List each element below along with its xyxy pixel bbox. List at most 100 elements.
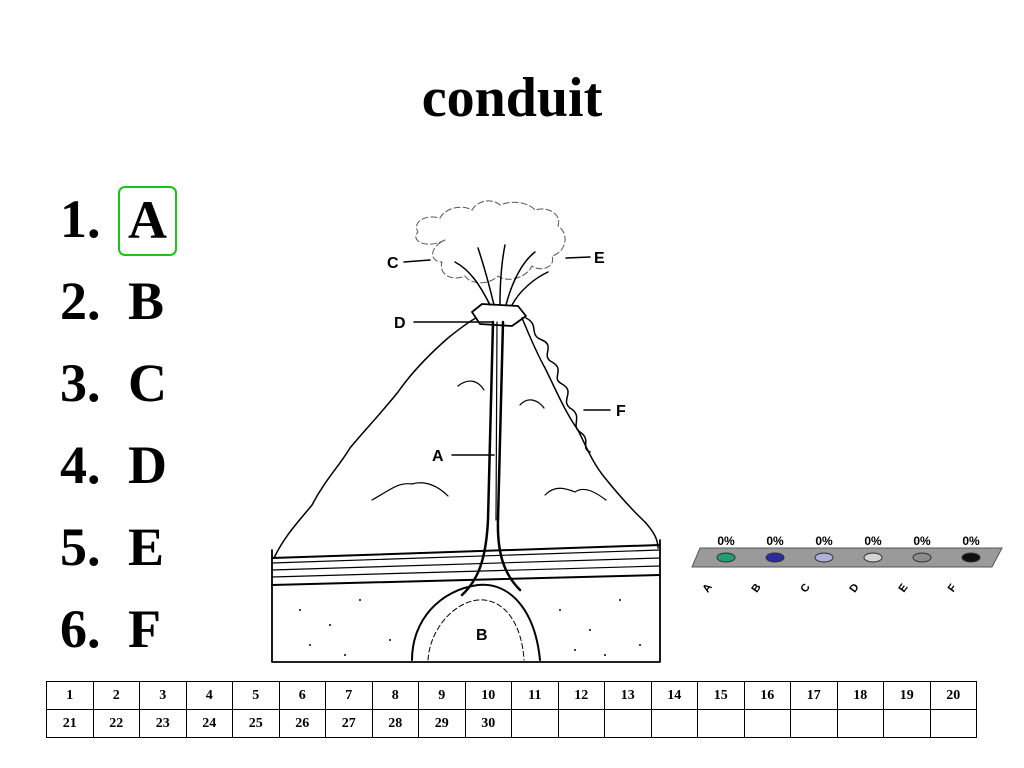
grid-cell [929,709,977,738]
option-b[interactable]: 2. B [60,260,177,342]
legend-label: F [946,582,960,595]
ash-cloud [415,200,566,284]
option-number: 3. [60,353,101,413]
option-letter: C [128,353,167,413]
option-c[interactable]: 3. C [60,342,177,424]
conduit [496,320,522,592]
magma-chamber [411,583,541,661]
legend-swatch [863,552,883,563]
terrain-line [519,399,545,409]
legend-bar [691,547,1003,568]
legend-label: E [897,582,911,595]
legend-percent: 0% [766,534,784,548]
grid-cell: 1 [46,681,94,710]
label-line-c [403,259,431,263]
grid-cell: 29 [418,709,466,738]
ground-speckles [299,599,641,656]
grid-cell: 3 [139,681,187,710]
grid-cell: 26 [278,709,326,738]
grid-cell: 11 [511,681,559,710]
option-letter: B [128,271,165,331]
grid-cell [743,709,791,738]
grid-cell: 12 [557,681,605,710]
legend-percent: 0% [815,534,833,548]
legend-percent: 0% [717,534,735,548]
legend-label: A [700,582,714,595]
lava-flow [525,317,591,453]
grid-cell: 15 [697,681,745,710]
option-a[interactable]: 1. A [60,178,177,260]
answer-options: 1. A 2. B 3. C 4. D 5. E 6. F [60,178,177,670]
grid-cell: 10 [464,681,512,710]
grid-cell: 21 [46,709,94,738]
grid-cell: 28 [371,709,419,738]
legend-percent: 0% [962,534,980,548]
grid-cell: 18 [836,681,884,710]
grid-cell: 13 [604,681,652,710]
option-f[interactable]: 6. F [60,588,177,670]
grid-cell: 5 [232,681,280,710]
grid-cell: 9 [418,681,466,710]
grid-cell: 22 [92,709,140,738]
option-e[interactable]: 5. E [60,506,177,588]
option-letter-correct: A [118,185,177,256]
ground-box [271,539,661,663]
option-number: 6. [60,599,101,659]
legend-swatch [961,552,981,563]
label-line-e [565,256,591,259]
plume-lines [454,244,549,306]
legend-percent: 0% [864,534,882,548]
legend-label: C [798,582,812,595]
grid-cell [790,709,838,738]
response-legend: 0%A0%B0%C0%D0%E0%F [691,534,1003,595]
option-number: 5. [60,517,101,577]
option-number: 2. [60,271,101,331]
legend-label: B [749,582,763,595]
grid-cell: 7 [325,681,373,710]
label-d: D [394,315,406,332]
grid-cell: 4 [185,681,233,710]
option-d[interactable]: 4. D [60,424,177,506]
grid-cell: 30 [464,709,512,738]
grid-cell: 14 [650,681,698,710]
conduit [460,320,495,597]
legend-swatch [912,552,932,563]
option-number: 1. [60,189,101,249]
grid-cell [557,709,605,738]
terrain-line [544,487,607,501]
strata-line [271,565,661,578]
grid-cell: 6 [278,681,326,710]
option-letter: F [128,599,161,659]
grid-cell: 24 [185,709,233,738]
mountain-left-slope [273,317,477,559]
option-letter: E [128,517,165,577]
volcano-diagram: C E D F A B [271,200,661,663]
strata-line [271,549,661,564]
grid-cell: 25 [232,709,280,738]
mountain-right-slope [521,317,659,549]
label-f: F [616,403,626,420]
grid-cell: 23 [139,709,187,738]
option-number: 4. [60,435,101,495]
crater [471,303,527,327]
label-a: A [432,448,444,465]
grid-cell: 27 [325,709,373,738]
terrain-line [457,380,485,391]
grid-cell: 19 [883,681,931,710]
legend-swatch [716,552,736,563]
strata-bottom [271,574,661,586]
option-letter: D [128,435,167,495]
grid-cell [511,709,559,738]
grid-cell: 16 [743,681,791,710]
grid-cell [650,709,698,738]
strata-top [271,544,661,559]
label-b: B [476,627,488,644]
grid-cell: 2 [92,681,140,710]
grid-cell [697,709,745,738]
grid-cell: 8 [371,681,419,710]
grid-cell [836,709,884,738]
grid-cell [604,709,652,738]
